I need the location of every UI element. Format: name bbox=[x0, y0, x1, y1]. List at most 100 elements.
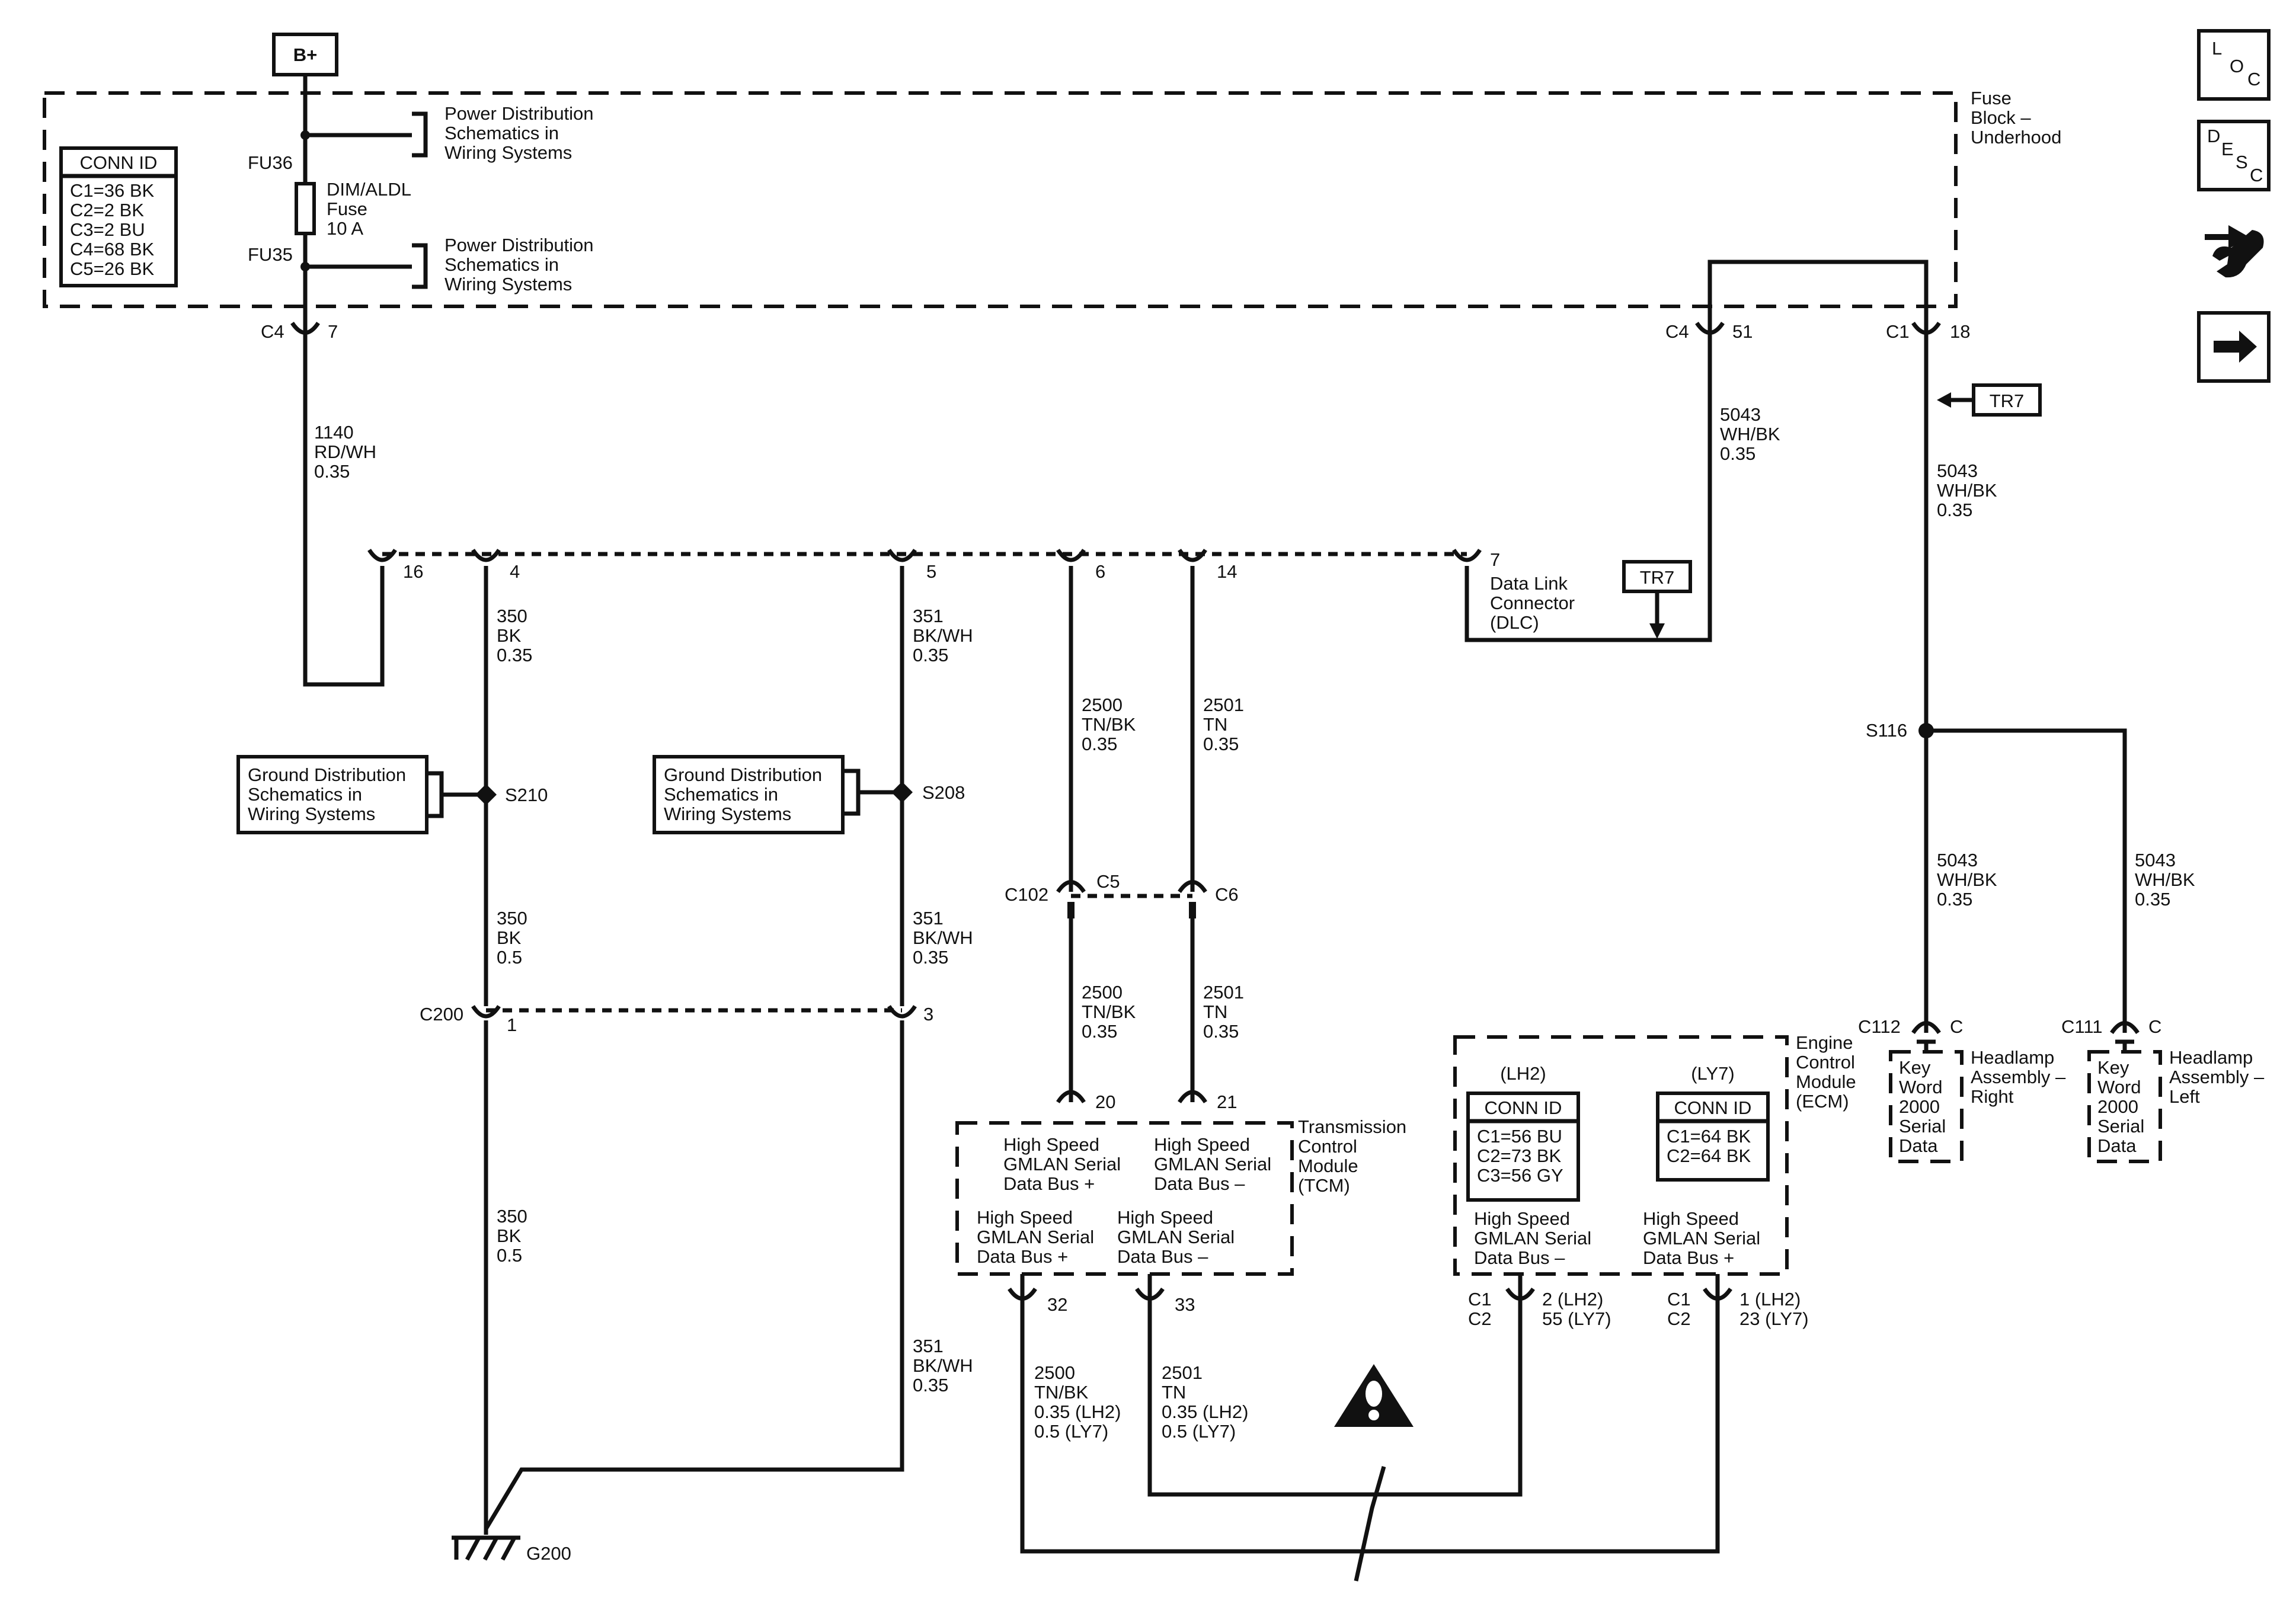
connector-c102: C102 C5 C6 bbox=[1005, 871, 1239, 918]
wire-5043-dlc-color: WH/BK bbox=[1720, 424, 1780, 444]
wire-2500-mid-circuit: 2500 bbox=[1082, 982, 1123, 1003]
conn-id-row-4: C4=68 BK bbox=[70, 239, 155, 260]
wrench-tools-icon[interactable] bbox=[2199, 213, 2269, 284]
pin-c1-18-conn: C1 bbox=[1886, 321, 1910, 342]
bus-minus-wire bbox=[1147, 1308, 1523, 1497]
c102-c6-label: C6 bbox=[1215, 884, 1239, 905]
wire-1140-circuit: 1140 bbox=[314, 422, 354, 443]
wire-351-top-circuit: 351 bbox=[913, 606, 944, 626]
fu36-label: FU36 bbox=[248, 152, 293, 173]
pin-c1-18-pin: 18 bbox=[1950, 321, 1970, 342]
headlamp-right-body-1: Key bbox=[1899, 1057, 1931, 1078]
headlamp-right-body-3: 2000 bbox=[1899, 1096, 1940, 1117]
wire-5043-left-color: WH/BK bbox=[2135, 869, 2195, 890]
wire-5043-main-circuit: 5043 bbox=[1937, 460, 1978, 481]
loc-letter-o: O bbox=[2230, 56, 2244, 76]
bus-plus-wire bbox=[1020, 1308, 1720, 1554]
tr7-dlc-label: TR7 bbox=[1640, 567, 1675, 588]
location-button[interactable]: L O C bbox=[2197, 29, 2271, 101]
ground-dist-2-line1: Ground Distribution bbox=[664, 764, 822, 785]
fuse-block-name-2: Block – bbox=[1971, 107, 2031, 128]
wire-2500-top-gauge: 0.35 bbox=[1082, 734, 1117, 754]
splice-s208-label: S208 bbox=[922, 782, 965, 803]
tcm-upper-minus-1: High Speed bbox=[1154, 1134, 1250, 1155]
wire-2500-low-gauge-2: 0.5 (LY7) bbox=[1034, 1421, 1108, 1442]
headlamp-right-body-4: Serial bbox=[1899, 1116, 1946, 1137]
ecm-plus-pin-2: 23 (LY7) bbox=[1739, 1308, 1809, 1329]
wire-2500-mid-color: TN/BK bbox=[1082, 1001, 1136, 1022]
ecm-name-3: Module bbox=[1796, 1071, 1856, 1092]
wire-5043-left-circuit: 5043 bbox=[2135, 850, 2176, 870]
dlc-pin-14 bbox=[1178, 549, 1207, 562]
tcm-pin32: 32 bbox=[1047, 1294, 1067, 1315]
dlc-pin-5 bbox=[887, 549, 917, 562]
headlamp-right-name-3: Right bbox=[1971, 1086, 2014, 1107]
loc-letter-c: C bbox=[2247, 69, 2260, 89]
ecm-plus-2: GMLAN Serial bbox=[1643, 1228, 1760, 1249]
wire-2501-top-color: TN bbox=[1203, 714, 1227, 735]
tr7-top-marker: TR7 bbox=[1937, 383, 2042, 417]
wire-2500-low-circuit: 2500 bbox=[1034, 1362, 1075, 1383]
tcm-upper-plus-1: High Speed bbox=[1003, 1134, 1099, 1155]
conn-id-row-2: C2=2 BK bbox=[70, 200, 144, 220]
ecm-lh2-row-1: C1=56 BU bbox=[1477, 1126, 1562, 1147]
wire-5043-right-circuit: 5043 bbox=[1937, 850, 1978, 870]
desc-letter-d: D bbox=[2207, 126, 2220, 146]
dlc-pin-7 bbox=[1452, 549, 1482, 562]
wire-5043-dlc-circuit: 5043 bbox=[1720, 404, 1761, 425]
pin-c4-51-pin: 51 bbox=[1732, 321, 1753, 342]
power-dist-2-line3: Wiring Systems bbox=[445, 274, 572, 295]
ground-dist-1-line2: Schematics in bbox=[248, 784, 362, 805]
headlamp-left-pin: C bbox=[2148, 1016, 2161, 1037]
conn-id-row-3: C3=2 BU bbox=[70, 219, 145, 240]
wire-1140 bbox=[303, 343, 385, 687]
ground-g200-icon: G200 bbox=[452, 1535, 571, 1564]
fuse-label-3: 10 A bbox=[327, 218, 363, 239]
dlc-pin-4 bbox=[471, 549, 501, 562]
conn-id-row-1: C1=36 BK bbox=[70, 180, 155, 201]
wire-2500-top-circuit: 2500 bbox=[1082, 694, 1123, 715]
wire-5043-main-gauge: 0.35 bbox=[1937, 500, 1972, 520]
splice-s116-label: S116 bbox=[1866, 720, 1907, 741]
tcm-pin33: 33 bbox=[1175, 1294, 1195, 1315]
power-dist-2-line1: Power Distribution bbox=[445, 235, 594, 255]
tcm-lower-minus-3: Data Bus – bbox=[1117, 1246, 1208, 1267]
headlamp-right-conn: C112 bbox=[1858, 1016, 1901, 1037]
tcm-lower-minus-2: GMLAN Serial bbox=[1117, 1227, 1235, 1247]
fuse-block: Fuse Block – Underhood B+ FU36 FU35 DIM/… bbox=[43, 33, 2061, 323]
wire-351-low-color: BK/WH bbox=[913, 1355, 973, 1376]
connector-c200: C200 1 3 bbox=[420, 996, 933, 1035]
ecm-minus-pin-2: 55 (LY7) bbox=[1542, 1308, 1611, 1329]
tcm-name-3: Module bbox=[1298, 1156, 1358, 1176]
wire-2501-low-gauge-2: 0.5 (LY7) bbox=[1162, 1421, 1236, 1442]
ecm-minus-conn-1: C1 bbox=[1468, 1289, 1492, 1310]
description-button[interactable]: D E S C bbox=[2197, 120, 2271, 191]
power-dist-1-line2: Schematics in bbox=[445, 123, 559, 143]
dlc-name-1: Data Link bbox=[1490, 573, 1568, 594]
ground-dist-1: Ground Distribution Schematics in Wiring… bbox=[236, 755, 428, 834]
fuse-label-1: DIM/ALDL bbox=[327, 179, 411, 200]
ecm-name-2: Control bbox=[1796, 1052, 1855, 1073]
pin-c4-51: C4 51 bbox=[1665, 321, 1753, 343]
headlamp-left-name-1: Headlamp bbox=[2169, 1047, 2253, 1068]
pin-c4-7-pin: 7 bbox=[328, 321, 338, 342]
wire-2500-top-color: TN/BK bbox=[1082, 714, 1136, 735]
headlamp-left-body-5: Data bbox=[2097, 1135, 2137, 1156]
ecm-plus-1: High Speed bbox=[1643, 1208, 1739, 1229]
c200-pin1: 1 bbox=[507, 1014, 517, 1035]
c200-label: C200 bbox=[420, 1004, 463, 1025]
arrow-right-icon[interactable] bbox=[2197, 311, 2271, 383]
wire-350-top-gauge: 0.35 bbox=[497, 645, 532, 665]
wire-2501-low-circuit: 2501 bbox=[1162, 1362, 1203, 1383]
headlamp-left-body-2: Word bbox=[2097, 1077, 2141, 1097]
ecm-minus-3: Data Bus – bbox=[1474, 1247, 1565, 1268]
wire-5043-right-color: WH/BK bbox=[1937, 869, 1997, 890]
pin-c4-7-conn: C4 bbox=[261, 321, 284, 342]
ground-dist-2-line2: Schematics in bbox=[664, 784, 778, 805]
tcm-name-1: Transmission bbox=[1298, 1116, 1406, 1137]
ecm-ly7-label: (LY7) bbox=[1691, 1063, 1735, 1084]
fu35-label: FU35 bbox=[248, 244, 293, 265]
fuse-block-conn-id: CONN ID C1=36 BK C2=2 BK C3=2 BU C4=68 B… bbox=[59, 146, 178, 287]
wire-350-low-gauge: 0.5 bbox=[497, 1245, 522, 1266]
ecm-minus-conn-2: C2 bbox=[1468, 1308, 1492, 1329]
